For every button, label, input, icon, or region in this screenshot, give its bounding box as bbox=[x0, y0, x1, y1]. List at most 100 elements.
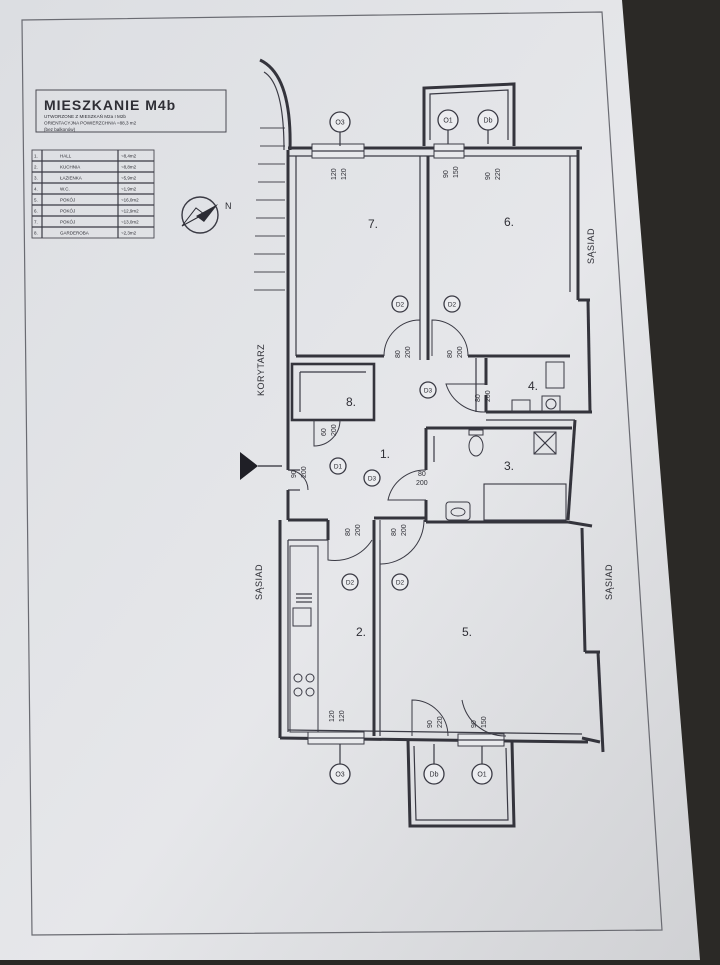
tag-db-top: Db bbox=[477, 109, 499, 144]
north-compass: N bbox=[181, 196, 232, 234]
svg-text:O1: O1 bbox=[477, 772, 486, 779]
window-2-width: 120 bbox=[329, 710, 336, 722]
svg-text:D1: D1 bbox=[334, 464, 343, 471]
svg-text:O1: O1 bbox=[443, 118, 452, 125]
balcony-bottom bbox=[406, 739, 516, 828]
legend-name: POKÓJ bbox=[60, 197, 75, 203]
legend-area: ~1,9m2 bbox=[121, 187, 137, 192]
legend-area: ~13,0m2 bbox=[121, 220, 139, 225]
room-labels: 1. 2. 3. 4. 5. 6. 7. 8. bbox=[346, 215, 538, 639]
legend-name: HALL bbox=[60, 154, 72, 159]
legend-area: ~12,9m2 bbox=[121, 209, 139, 214]
windows bbox=[307, 143, 505, 747]
svg-text:D2: D2 bbox=[346, 580, 355, 587]
window-2-height: 120 bbox=[339, 710, 346, 722]
room-label-8: 8. bbox=[346, 395, 356, 409]
corridor-hatch bbox=[254, 127, 285, 291]
svg-text:Db: Db bbox=[484, 118, 493, 125]
balcony-door-top-height: 220 bbox=[495, 168, 502, 180]
room-label-2: 2. bbox=[356, 625, 366, 639]
tag-d2-room7: D2 bbox=[391, 295, 409, 313]
neighbour-label-left: SĄSIAD bbox=[254, 564, 264, 600]
door-7-height: 200 bbox=[405, 346, 412, 358]
balcony-door-bottom-width: 90 bbox=[427, 720, 434, 728]
corridor-label: KORYTARZ bbox=[256, 344, 266, 396]
door-5-height: 200 bbox=[401, 524, 408, 536]
plan-title: MIESZKANIE M4b bbox=[44, 97, 176, 113]
side-labels: KORYTARZ SĄSIAD SĄSIAD SĄSIAD bbox=[254, 228, 614, 600]
door-7-width: 80 bbox=[395, 350, 402, 358]
tag-d2-room5: D2 bbox=[391, 573, 409, 591]
plan-area: ORIENTACYJNA POWIERZCHNIA =88,3 m2 bbox=[44, 121, 137, 126]
door-3-height: 200 bbox=[416, 480, 428, 487]
legend-name: KUCHNIA bbox=[60, 165, 80, 170]
balcony-top bbox=[422, 82, 516, 146]
legend-num: 2. bbox=[34, 165, 38, 170]
entry-door-height: 200 bbox=[301, 466, 308, 478]
legend-area: ~8,8m2 bbox=[121, 165, 137, 170]
vent-shaft bbox=[533, 431, 557, 455]
tag-d2-room6: D2 bbox=[443, 295, 461, 313]
toilet bbox=[468, 435, 484, 457]
tag-d2-kitchen: D2 bbox=[341, 573, 359, 591]
door-2-height: 200 bbox=[355, 524, 362, 536]
window-6-height: 150 bbox=[453, 166, 460, 178]
door-4-width: 80 bbox=[475, 394, 482, 402]
north-label: N bbox=[225, 201, 232, 211]
room-legend: 1.HALL~8,4m22.KUCHNIA~8,8m23.ŁAZIENKA~5,… bbox=[31, 149, 155, 239]
tag-d1-entry: D1 bbox=[329, 457, 347, 475]
title-block: MIESZKANIE M4b UTWORZONE Z MIESZKAŃ M2a … bbox=[35, 89, 227, 133]
legend-area: ~8,4m2 bbox=[121, 154, 137, 159]
window-7-width: 120 bbox=[331, 168, 338, 180]
tag-o1-top: O1 bbox=[437, 109, 459, 144]
entrance-arrow bbox=[240, 452, 258, 480]
door-8-height: 200 bbox=[331, 424, 338, 436]
tag-d3-wc: D3 bbox=[419, 381, 437, 399]
door-8-width: 60 bbox=[321, 428, 328, 436]
entry-door-width: 90 bbox=[291, 470, 298, 478]
room-label-4: 4. bbox=[528, 379, 538, 393]
svg-text:Db: Db bbox=[430, 772, 439, 779]
svg-text:O3: O3 bbox=[335, 120, 344, 127]
legend-num: 3. bbox=[34, 176, 38, 181]
legend-area: ~2,3m2 bbox=[121, 231, 137, 236]
legend-name: POKÓJ bbox=[60, 208, 75, 214]
tag-d3-bath: D3 bbox=[363, 469, 381, 487]
svg-text:D2: D2 bbox=[396, 302, 405, 309]
svg-text:D3: D3 bbox=[368, 476, 377, 483]
window-5-height: 150 bbox=[481, 716, 488, 728]
room-label-5: 5. bbox=[462, 625, 472, 639]
legend-name: W.C. bbox=[60, 187, 70, 192]
neighbour-label-right-bottom: SĄSIAD bbox=[604, 564, 614, 600]
doors bbox=[287, 319, 507, 737]
legend-num: 5. bbox=[34, 198, 38, 203]
legend-name: POKÓJ bbox=[60, 219, 75, 225]
drawing-frame bbox=[21, 11, 663, 936]
door-4-height: 200 bbox=[485, 390, 492, 402]
legend-area: ~5,9m2 bbox=[121, 176, 137, 181]
room-label-7: 7. bbox=[368, 217, 378, 231]
tag-o3-top: O3 bbox=[329, 111, 351, 146]
svg-text:D2: D2 bbox=[396, 580, 405, 587]
legend-area: ~16,0m2 bbox=[121, 198, 139, 203]
stove bbox=[293, 673, 315, 697]
legend-num: 4. bbox=[34, 187, 38, 192]
door-6-width: 80 bbox=[447, 350, 454, 358]
balcony-door-bottom-height: 220 bbox=[437, 716, 444, 728]
door-6-height: 200 bbox=[457, 346, 464, 358]
tag-db-bottom: Db bbox=[423, 744, 445, 785]
door-2-width: 80 bbox=[345, 528, 352, 536]
window-7-height: 120 bbox=[341, 168, 348, 180]
window-6-width: 90 bbox=[443, 170, 450, 178]
kitchen-sink bbox=[292, 607, 312, 627]
svg-text:D3: D3 bbox=[424, 388, 433, 395]
room-label-3: 3. bbox=[504, 459, 514, 473]
legend-num: 7. bbox=[34, 220, 38, 225]
window-5-width: 90 bbox=[471, 720, 478, 728]
bathtub bbox=[483, 483, 567, 521]
corridor-curve bbox=[259, 58, 292, 151]
plan-area-note: (bez balkonów) bbox=[44, 127, 76, 132]
door-5-width: 80 bbox=[391, 528, 398, 536]
dimension-labels: 120 120 90 150 90 220 80 200 80 200 80 2… bbox=[291, 166, 502, 728]
